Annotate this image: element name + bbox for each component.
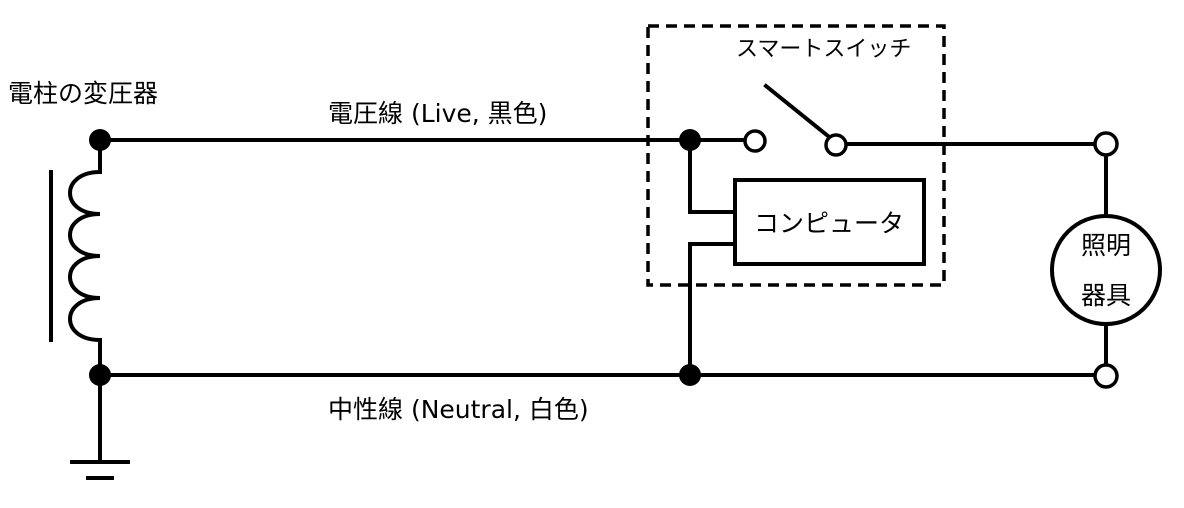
transformer-live-node: [89, 129, 111, 151]
lamp-neutral-terminal: [1093, 363, 1119, 389]
transformer-label: 電柱の変圧器: [8, 79, 158, 108]
lamp-label-line1: 照明: [1081, 231, 1131, 260]
switch-input-terminal: [743, 129, 767, 153]
switch-output-terminal: [824, 133, 848, 157]
switch-blade: [763, 83, 831, 139]
computer-box: [733, 178, 926, 266]
lamp-live-terminal: [1093, 131, 1119, 157]
switch-neutral-junction: [679, 364, 701, 386]
transformer-neutral-node: [89, 364, 111, 386]
switch-live-junction: [679, 129, 701, 151]
smart-switch-label: スマートスイッチ: [736, 37, 911, 62]
lamp: [1050, 214, 1162, 326]
smart-switch-enclosure: [646, 24, 946, 287]
computer-live-tap: [688, 138, 738, 214]
live-wire-label: 電圧線 (Live, 黒色): [328, 99, 547, 128]
computer-neutral-tap: [688, 242, 738, 377]
transformer-coil: [68, 140, 102, 372]
neutral-wire-label: 中性線 (Neutral, 白色): [328, 395, 589, 424]
computer-label: コンピュータ: [754, 209, 904, 238]
lamp-label-line2: 器具: [1081, 281, 1131, 310]
